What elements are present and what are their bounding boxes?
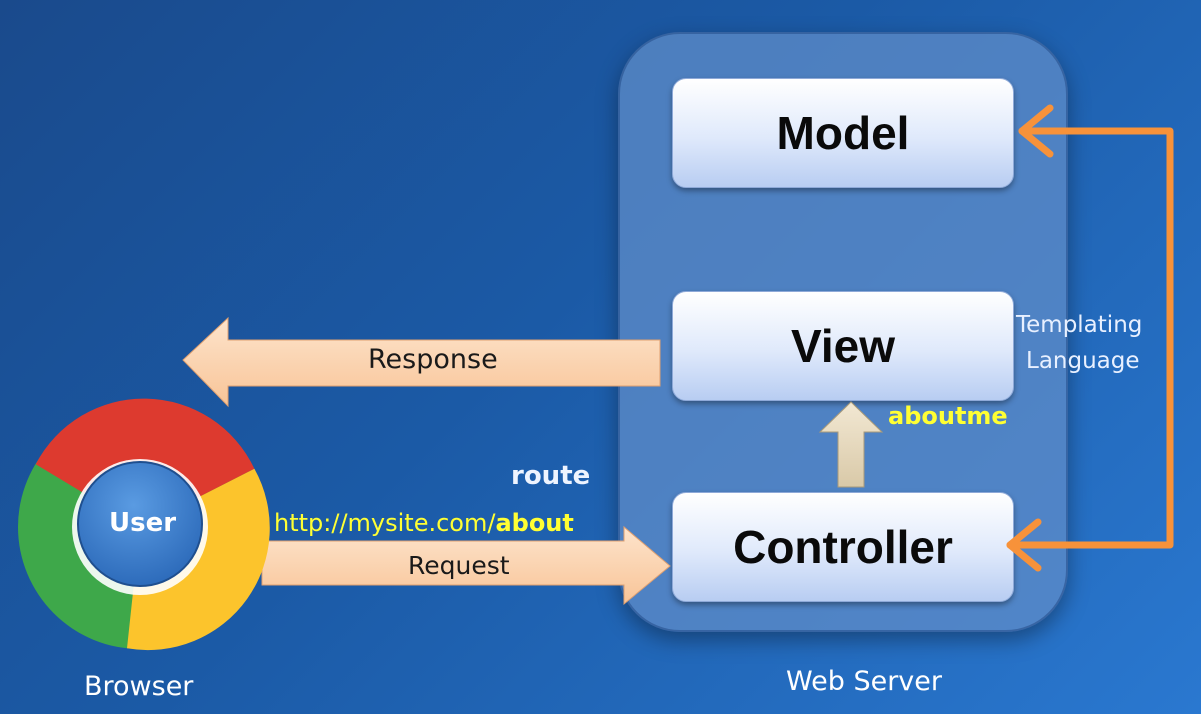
- model-controller-connector: [1006, 104, 1174, 572]
- view-label: View: [791, 320, 895, 372]
- request-label: Request: [408, 551, 510, 580]
- model-box: Model: [672, 78, 1014, 188]
- controller-box: Controller: [672, 492, 1014, 602]
- response-arrow: [182, 316, 661, 408]
- templating-line1: Templating: [1016, 312, 1143, 338]
- route-label: route: [511, 461, 591, 491]
- web-server-label: Web Server: [786, 666, 942, 697]
- controller-to-view-arrow: [818, 401, 884, 488]
- templating-line2: Language: [1026, 348, 1140, 374]
- browser-label: Browser: [84, 671, 194, 702]
- user-label: User: [109, 508, 177, 538]
- browser-logo-icon: [18, 398, 270, 651]
- model-label: Model: [776, 107, 910, 159]
- request-arrow: [261, 525, 671, 606]
- controller-label: Controller: [733, 521, 953, 573]
- view-box: View: [672, 291, 1014, 401]
- view-name-label: aboutme: [888, 402, 1008, 430]
- url-prefix: http://mysite.com/: [274, 509, 496, 537]
- response-label: Response: [368, 344, 498, 375]
- request-url: http://mysite.com/about: [274, 509, 574, 537]
- url-highlight: about: [495, 509, 574, 537]
